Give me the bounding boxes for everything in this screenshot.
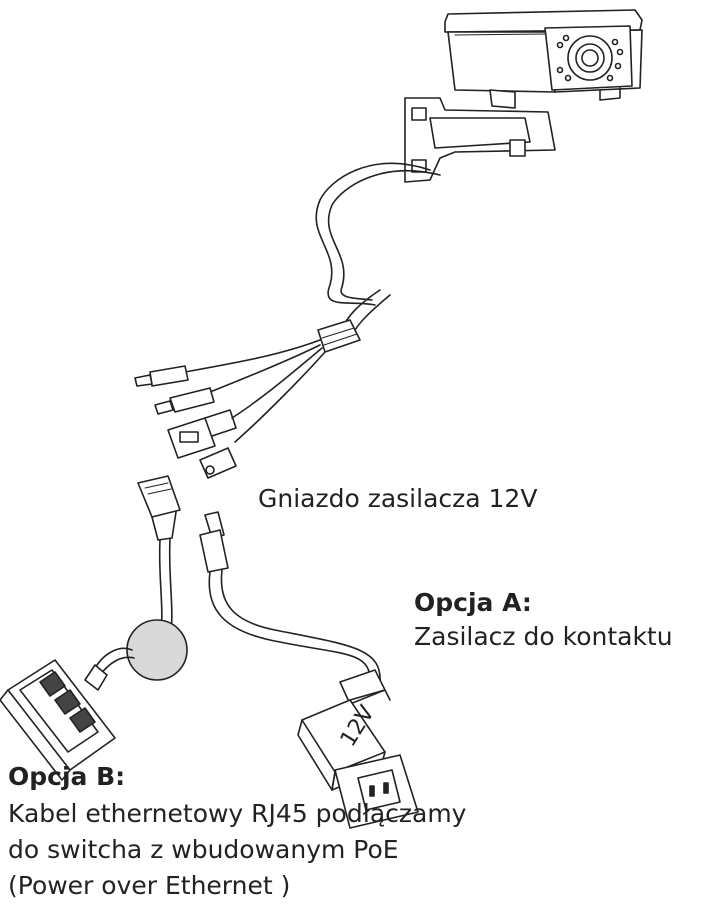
main-cable <box>315 162 441 341</box>
network-switch <box>0 659 116 781</box>
cable-splitter <box>317 319 361 353</box>
camera-body <box>444 9 643 101</box>
rj45-plug <box>137 475 181 541</box>
rj45-socket-connector <box>167 409 237 459</box>
option-a-text: Zasilacz do kontaktu <box>414 622 673 651</box>
power-cable <box>208 569 381 683</box>
switch-cable <box>84 647 135 691</box>
option-b-line-3: (Power over Ethernet ) <box>8 871 291 900</box>
option-b-title: Opcja B: <box>8 762 126 791</box>
dc-jack-connector <box>134 365 189 387</box>
power-socket-label: Gniazdo zasilacza 12V <box>258 484 538 513</box>
wall-outlet <box>334 754 419 829</box>
poe-highlight-circle <box>126 619 188 681</box>
camera-mount-bracket <box>404 89 556 183</box>
dc-power-socket <box>199 447 237 479</box>
branch-cables <box>184 339 326 443</box>
power-plug <box>199 511 229 573</box>
option-a-title: Opcja A: <box>414 588 532 617</box>
audio-connector <box>154 387 215 415</box>
option-b-line-1: Kabel ethernetowy RJ45 podłączamy <box>8 799 467 828</box>
option-b-line-2: do switcha z wbudowanym PoE <box>8 835 399 864</box>
